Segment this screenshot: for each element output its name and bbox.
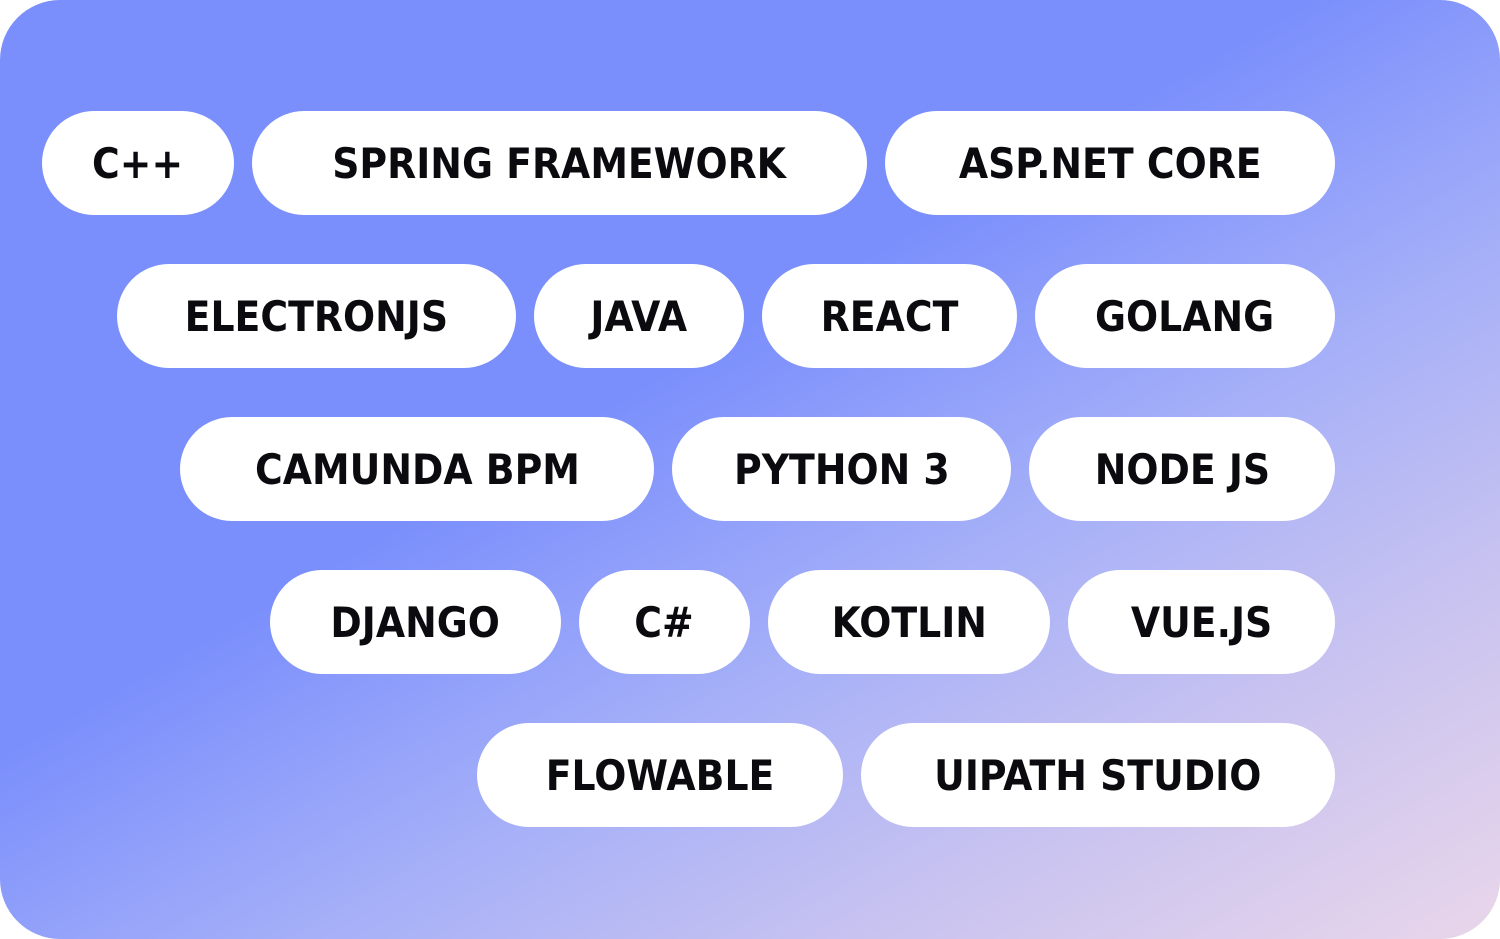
tag-node-js: NODE JS <box>1029 417 1335 521</box>
tag-uipath-studio: UIPATH STUDIO <box>861 723 1335 827</box>
tag-cpp: C++ <box>42 111 234 215</box>
tag-label: FLOWABLE <box>545 750 775 800</box>
tag-label: JAVA <box>590 291 688 341</box>
tag-label: KOTLIN <box>831 597 987 647</box>
tag-label: PYTHON 3 <box>733 444 950 494</box>
tag-label: GOLANG <box>1095 291 1275 341</box>
tag-label: NODE JS <box>1094 444 1270 494</box>
tag-label: CAMUNDA BPM <box>254 444 580 494</box>
tag-spring-framework: SPRING FRAMEWORK <box>252 111 867 215</box>
tag-label: SPRING FRAMEWORK <box>332 138 787 188</box>
tag-label: REACT <box>820 291 959 341</box>
tag-label: ASP.NET CORE <box>958 138 1262 188</box>
tag-react: REACT <box>762 264 1017 368</box>
tag-flowable: FLOWABLE <box>477 723 843 827</box>
tag-label: C++ <box>92 138 184 188</box>
tag-label: DJANGO <box>330 597 501 647</box>
tag-vuejs: VUE.JS <box>1068 570 1335 674</box>
tag-kotlin: KOTLIN <box>768 570 1050 674</box>
tag-electronjs: ELECTRONJS <box>117 264 516 368</box>
tag-django: DJANGO <box>270 570 561 674</box>
tag-golang: GOLANG <box>1035 264 1335 368</box>
tag-aspnet-core: ASP.NET CORE <box>885 111 1335 215</box>
tag-label: ELECTRONJS <box>184 291 449 341</box>
tag-java: JAVA <box>534 264 744 368</box>
tag-label: VUE.JS <box>1130 597 1273 647</box>
tag-csharp: C# <box>579 570 750 674</box>
tag-python-3: PYTHON 3 <box>672 417 1011 521</box>
tag-camunda-bpm: CAMUNDA BPM <box>180 417 654 521</box>
tag-label: UIPATH STUDIO <box>934 750 1262 800</box>
tag-label: C# <box>634 597 695 647</box>
